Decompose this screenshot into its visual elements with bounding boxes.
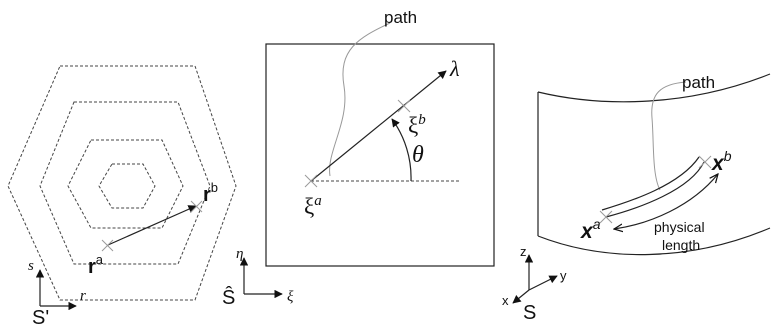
surface-bottom-edge (537, 227, 771, 256)
segment-ra-rb (107, 205, 197, 246)
axis-x (512, 289, 530, 304)
path-leader-right (651, 81, 687, 191)
frame-label-right: S (523, 302, 536, 324)
marker-x-a (599, 210, 613, 224)
axis-s-label: s (28, 258, 34, 274)
axis-xi-label: ξ (287, 289, 294, 305)
marker-xi-a (304, 174, 318, 188)
hexagon-second (67, 139, 184, 229)
physical-length-arrow (614, 174, 718, 229)
label-x-a: xa (580, 216, 601, 243)
direction-line (310, 70, 447, 182)
label-ra: ra (88, 252, 104, 278)
label-rb: rb (203, 180, 218, 206)
axis-r-label: r (80, 288, 86, 304)
label-xi-b: ξb (408, 112, 426, 138)
label-xi-a: ξa (304, 193, 322, 219)
hexagon-outer (7, 65, 237, 301)
angle-label: θ (412, 142, 424, 168)
marker-xi-b (397, 99, 411, 113)
hexagon-inner (98, 163, 156, 209)
path-leader-middle (329, 22, 391, 177)
physical-length-label-2: length (662, 237, 700, 253)
frame-label-middle: Ŝ (222, 286, 235, 309)
physical-length-label-1: physical (654, 219, 705, 235)
direction-label: λ (449, 56, 460, 81)
marker-ra (101, 239, 114, 252)
parametric-square (265, 43, 495, 267)
axis-eta-label: η (236, 246, 243, 262)
path-label-right: path (682, 73, 715, 92)
axis-x-label: x (502, 293, 509, 308)
marker-x-b (698, 155, 712, 169)
axis-y (528, 275, 558, 291)
marker-rb (190, 200, 203, 213)
right-panel: path xa xb physical length z y x S (502, 73, 771, 324)
left-panel: ra rb s r S' (7, 65, 237, 326)
label-x-b: xb (711, 148, 732, 175)
path-label-middle: path (384, 8, 417, 27)
middle-panel: path λ θ ξa ξb η ξ Ŝ (222, 8, 495, 309)
frame-label-left: S' (32, 307, 49, 326)
axis-z-label: z (520, 244, 527, 259)
angle-arc (391, 118, 412, 182)
axis-y-label: y (560, 268, 567, 283)
hexagon-third (39, 101, 211, 265)
surface-top-edge (537, 73, 771, 103)
